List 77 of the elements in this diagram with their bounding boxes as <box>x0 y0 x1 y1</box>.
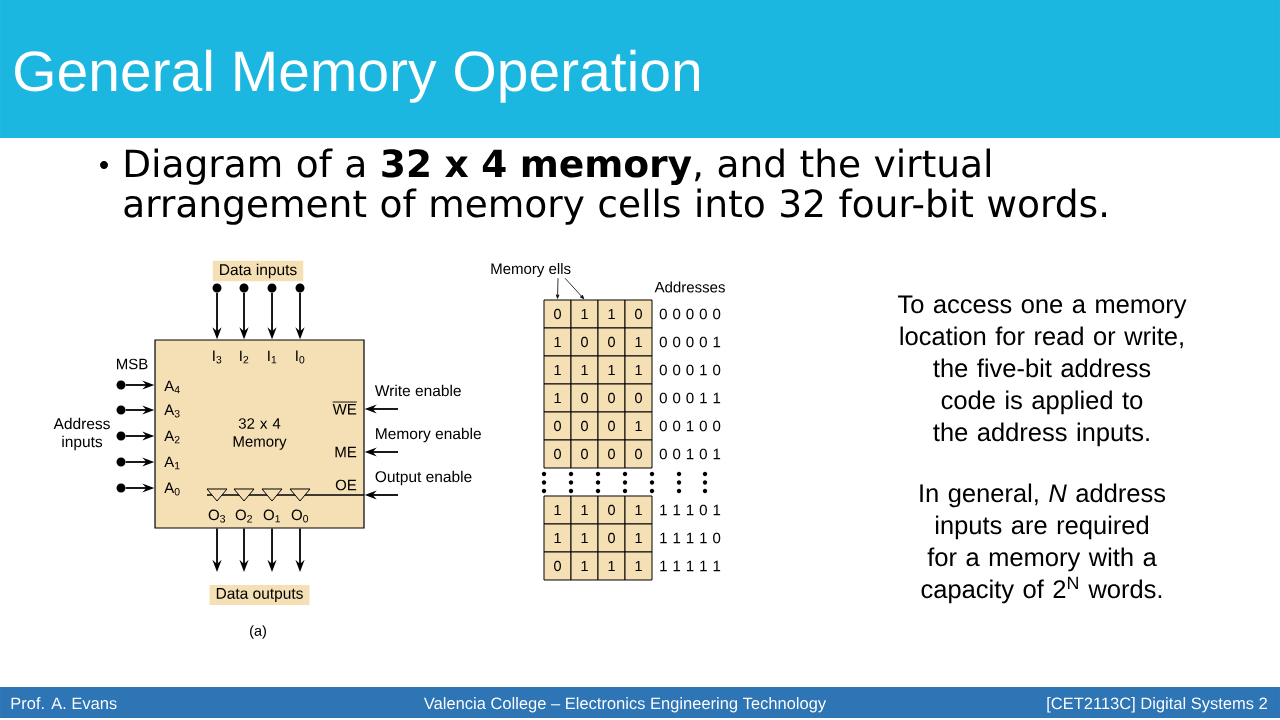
memory-cell: 0 <box>543 411 572 441</box>
memory-cell: 0 <box>570 383 599 413</box>
address-code: 0 0 0 1 0 <box>659 364 721 376</box>
figure-caption: (a) <box>250 625 266 639</box>
footer-text: Prof. A. Evans <box>11 697 117 710</box>
pin-label: A$_{3}$ <box>164 404 180 418</box>
address-code: 0 0 1 0 1 <box>659 448 721 460</box>
memory-cell: 1 <box>543 523 572 553</box>
memory-cell: 0 <box>597 411 626 441</box>
memory-cell: 1 <box>543 383 572 413</box>
paragraph: In general, N address inputs are required for a memory with a capacity of 2$^{N}$ words. <box>920 483 1166 604</box>
address-code: 0 0 0 1 1 <box>659 392 721 404</box>
pin-label: O$_{1}$ <box>263 509 280 523</box>
memory-cell: 1 <box>570 523 599 553</box>
signal-label: Memory enable <box>376 427 481 443</box>
address-code: 1 1 1 0 1 <box>660 504 721 516</box>
memory-cell: 1 <box>624 355 653 385</box>
memory-cell: 1 <box>624 551 653 581</box>
signal-label: Output enable <box>375 470 472 486</box>
bullet-text: Diagram of a 32 x 4 memory, and the virtual arrangement of memory cells into 32 four-bit words. <box>124 148 1106 225</box>
shaded-label: Data outputs <box>209 585 310 605</box>
address-code: 1 1 1 1 0 <box>660 532 721 544</box>
pin-label: WE <box>332 401 358 415</box>
pin-label: A$_{2}$ <box>164 430 180 444</box>
pin-label: A$_{1}$ <box>164 456 180 470</box>
pin-label: OE <box>335 479 357 491</box>
pin-label: O$_{0}$ <box>291 509 309 523</box>
memory-cell: 0 <box>570 439 599 469</box>
address-code: 0 0 0 0 0 <box>659 308 721 320</box>
pin-label: O$_{2}$ <box>235 509 252 523</box>
memory-cell: 1 <box>624 523 653 553</box>
pin-label: A$_{4}$ <box>164 380 180 394</box>
column-header: Addresses <box>654 281 725 293</box>
memory-cell: 0 <box>597 523 626 553</box>
memory-cell: 1 <box>543 355 572 385</box>
memory-cell: 1 <box>543 327 572 357</box>
memory-cell: 1 <box>570 355 599 385</box>
memory-cell: 0 <box>624 299 653 329</box>
memory-cell: 1 <box>570 551 599 581</box>
side-label: MSB <box>117 358 148 370</box>
pin-label: A$_{0}$ <box>164 482 180 496</box>
footer-text: [CET2113C] Digital Systems 2 <box>1047 697 1267 713</box>
memory-cell: 0 <box>624 383 653 413</box>
callout-label: Memory ells <box>491 263 571 277</box>
leader-arrow <box>555 277 560 299</box>
address-code: 0 0 1 0 0 <box>659 420 721 432</box>
memory-cell: 1 <box>597 551 626 581</box>
leader-arrow <box>564 277 585 300</box>
pin-label: I$_{0}$ <box>296 350 305 364</box>
pin-label: I$_{3}$ <box>213 350 222 364</box>
address-code: 1 1 1 1 1 <box>660 560 721 572</box>
memory-cell: 0 <box>543 299 572 329</box>
memory-cell: 0 <box>543 439 572 469</box>
memory-cell: 1 <box>597 355 626 385</box>
footer-text: Valencia College – Electronics Engineering Technology <box>423 697 827 713</box>
memory-cell: 0 <box>597 383 626 413</box>
memory-cell: 1 <box>624 495 653 525</box>
memory-cell: 1 <box>624 411 653 441</box>
memory-cell: 0 <box>570 327 599 357</box>
shaded-label: Data inputs <box>212 260 304 282</box>
memory-cell: 1 <box>597 299 626 329</box>
pin-label: I$_{1}$ <box>268 350 277 364</box>
slide-title: General Memory Operation <box>15 49 699 103</box>
paragraph: To access one a memory location for read or write, the five-bit address code is applied to the address inputs. <box>898 295 1187 447</box>
memory-cell: 0 <box>624 439 653 469</box>
pin-label: O$_{3}$ <box>208 509 226 523</box>
memory-cell: 1 <box>570 299 599 329</box>
memory-cell: 0 <box>543 551 572 581</box>
memory-cell: 0 <box>597 439 626 469</box>
side-label: Address inputs <box>53 417 110 451</box>
memory-cell: 0 <box>597 327 626 357</box>
address-code: 0 0 0 0 1 <box>659 336 721 348</box>
memory-cell: 1 <box>624 327 653 357</box>
signal-label: Write enable <box>374 384 461 397</box>
pin-label: I$_{2}$ <box>240 350 249 364</box>
memory-cell: 0 <box>570 411 599 441</box>
pin-label: ME <box>335 446 357 458</box>
